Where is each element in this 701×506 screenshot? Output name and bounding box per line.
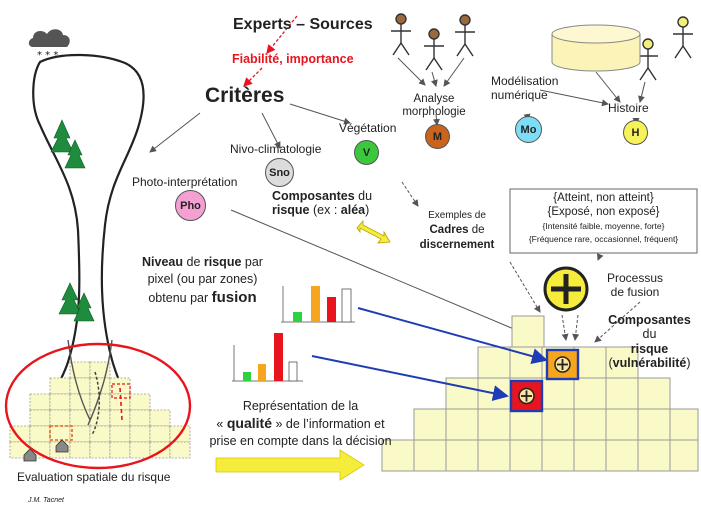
- criteria-frame-text: {Atteint, non atteint}{Exposé, non expos…: [528, 192, 679, 245]
- snow-cloud-icon: * * *: [28, 29, 70, 61]
- expert-figures-morpho: [391, 13, 475, 71]
- fusion-plus-icon: [543, 266, 589, 312]
- spatial-evaluation-label: Evaluation spatiale du risque: [17, 470, 171, 484]
- house-icon: [55, 439, 69, 453]
- reliability-label: Fiabilité, importance: [232, 52, 354, 66]
- photo-badge: Pho: [175, 190, 206, 221]
- criteria-label: Critères: [205, 84, 285, 107]
- photo-interpretation-label: Photo-interprétation: [132, 175, 238, 189]
- diagram-title: Experts – Sources: [233, 16, 373, 33]
- nivo-climatology-label: Nivo-climatologie: [230, 142, 322, 156]
- morphology-badge: M: [425, 124, 450, 149]
- svg-text:* * *: * * *: [37, 50, 58, 61]
- author-label: J.M. Tacnet: [28, 497, 64, 504]
- quality-label: Représentation de la« qualité » de l’inf…: [209, 399, 392, 448]
- fused-cell-orange: [545, 348, 580, 381]
- numeric-badge: Mo: [515, 116, 542, 143]
- nivo-badge: Sno: [265, 158, 294, 187]
- study-zone-circle: [4, 342, 192, 470]
- history-label: Histoire: [608, 101, 649, 115]
- vegetation-badge: V: [354, 140, 379, 165]
- spatial-grid-small: [9, 361, 191, 459]
- bar-chart-bottom: [232, 333, 303, 382]
- vegetation-label: Végétation: [339, 121, 397, 135]
- history-badge: H: [623, 120, 648, 145]
- criteria-frame-box: [509, 188, 698, 254]
- house-icon: [23, 448, 37, 462]
- tree-icon-group-top: [50, 119, 86, 169]
- tree-icon-group-bottom: [58, 282, 95, 322]
- double-arrow-icon: [356, 219, 391, 244]
- bar-chart-top: [281, 286, 355, 323]
- fused-cell-red: [509, 379, 544, 413]
- archive-database-icon: [551, 24, 641, 72]
- quality-arrow-icon: [215, 449, 365, 481]
- expert-figures-history: [638, 16, 693, 81]
